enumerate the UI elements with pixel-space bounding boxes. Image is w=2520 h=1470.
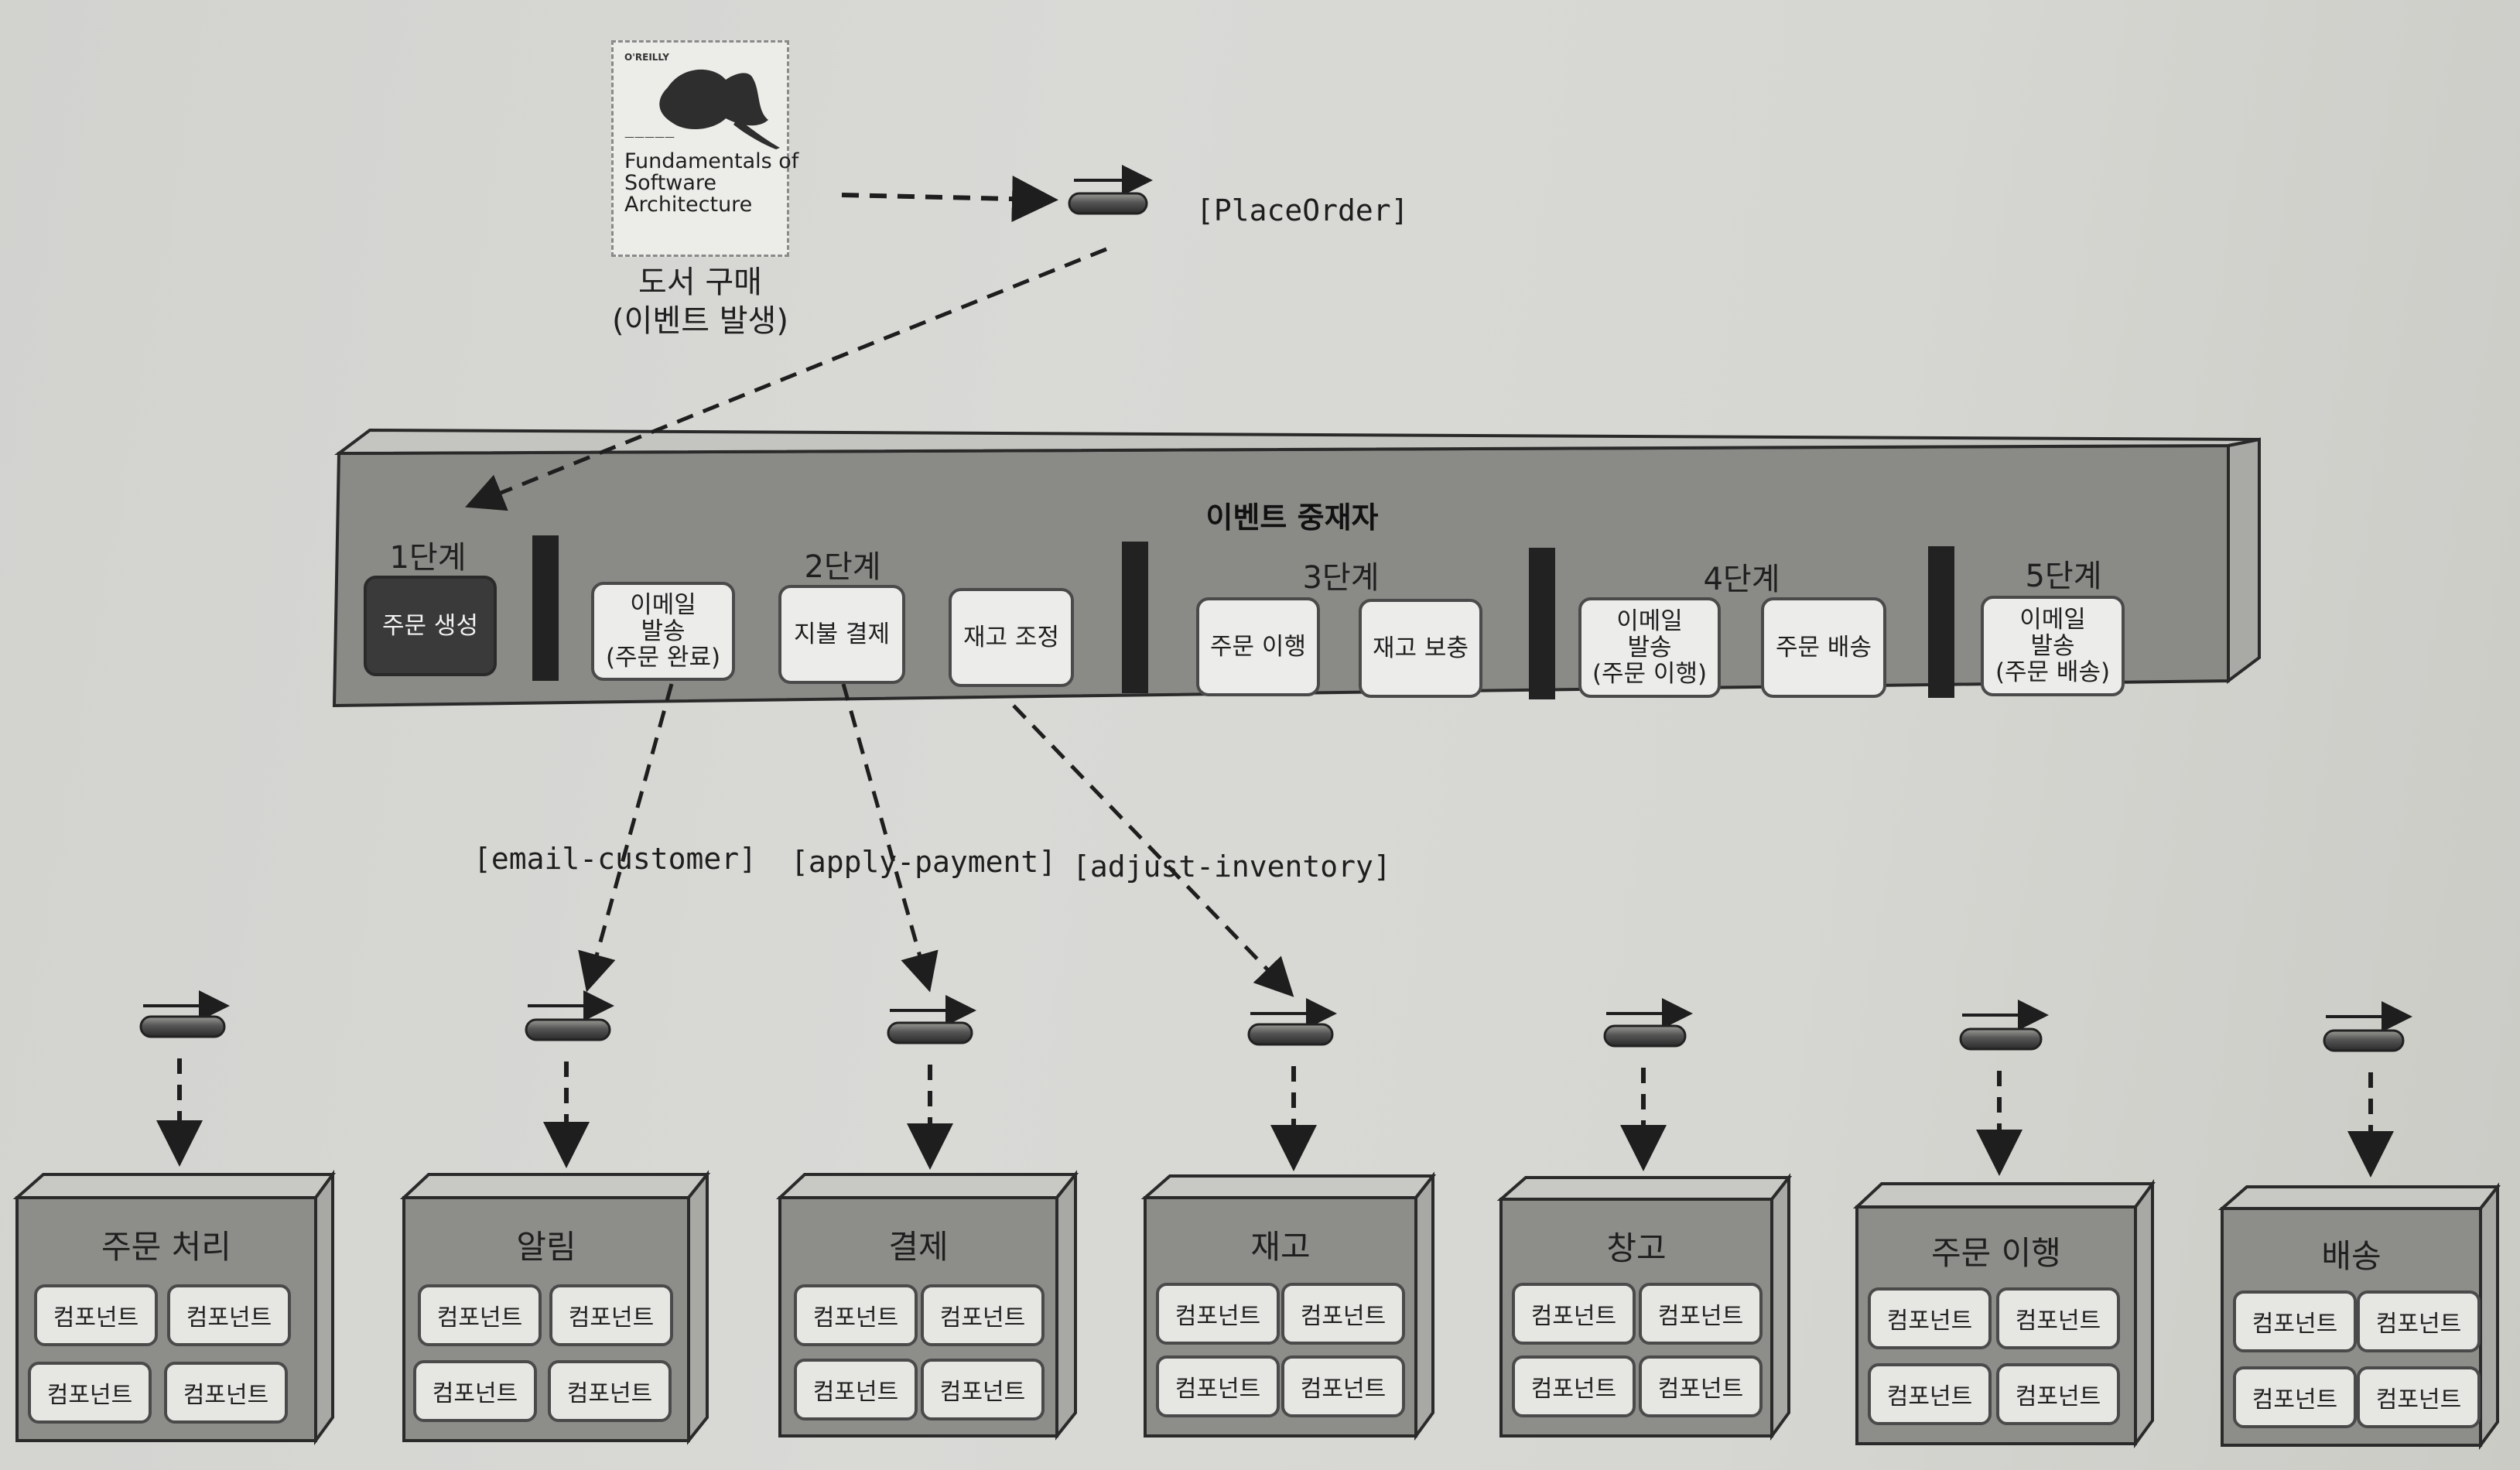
component-box: 컴포넌트 — [1639, 1283, 1763, 1345]
component-box: 컴포넌트 — [549, 1284, 673, 1346]
component-box: 컴포넌트 — [1639, 1355, 1763, 1417]
stage-3-label: 3단계 — [1302, 560, 1380, 596]
component-box: 컴포넌트 — [1996, 1363, 2120, 1425]
stage-5-label: 5단계 — [2025, 559, 2102, 594]
queue-icon-order-fulfillment — [1959, 1000, 2049, 1176]
component-box: 컴포넌트 — [2357, 1366, 2481, 1428]
component-box: 컴포넌트 — [1512, 1283, 1636, 1345]
component-box: 컴포넌트 — [413, 1360, 537, 1422]
component-box: 컴포넌트 — [921, 1284, 1045, 1346]
apply-payment-arrow — [841, 683, 939, 993]
book-to-queue-arrow — [841, 176, 1058, 223]
stage-separator — [532, 535, 559, 681]
book-publisher: O'REILLY — [624, 52, 669, 63]
step-ship-order: 주문 배송 — [1761, 597, 1886, 698]
mediator-side-face — [2227, 437, 2261, 684]
component-box: 컴포넌트 — [1281, 1355, 1405, 1417]
service-title-shipping: 배송 — [2321, 1237, 2382, 1275]
email-customer-label: [email-customer] — [474, 842, 757, 876]
apply-payment-label: [apply-payment] — [791, 845, 1057, 879]
book-animal-icon — [659, 69, 780, 149]
step-create-order: 주문 생성 — [364, 576, 497, 676]
book-cover: O'REILLY ————— Fundamentals of Software … — [611, 40, 798, 257]
component-box: 컴포넌트 — [921, 1359, 1045, 1420]
adjust-inventory-arrow — [1012, 704, 1294, 997]
email-customer-arrow — [578, 683, 674, 993]
service-title-payment: 결제 — [888, 1228, 949, 1266]
queue-icon-order-processing — [139, 990, 230, 1167]
component-box: 컴포넌트 — [418, 1284, 542, 1346]
service-title-notification: 알림 — [516, 1228, 576, 1266]
component-box: 컴포넌트 — [2233, 1366, 2357, 1428]
component-box: 컴포넌트 — [1868, 1363, 1992, 1425]
mediator-title: 이벤트 중재자 — [1205, 501, 1379, 535]
stage-separator — [1529, 548, 1555, 699]
queue-to-mediator-arrow — [465, 247, 1107, 511]
step-email-order-fulfilled: 이메일 발송 (주문 이행) — [1578, 597, 1721, 698]
component-box: 컴포넌트 — [1156, 1283, 1280, 1345]
component-box: 컴포넌트 — [1281, 1283, 1405, 1345]
stage-2-label: 2단계 — [804, 549, 881, 585]
component-box: 컴포넌트 — [164, 1362, 288, 1424]
queue-icon-payment — [887, 995, 976, 1170]
step-email-order-shipped: 이메일 발송 (주문 배송) — [1981, 596, 2125, 696]
place-order-queue-icon — [1068, 165, 1153, 215]
component-box: 컴포넌트 — [167, 1284, 291, 1346]
component-box: 컴포넌트 — [34, 1284, 158, 1346]
component-box: 컴포넌트 — [28, 1362, 152, 1424]
step-adjust-inventory: 재고 조정 — [949, 588, 1074, 687]
book-title: Fundamentals of Software Architecture — [624, 149, 799, 217]
service-queues — [139, 990, 2412, 1178]
place-order-label: [PlaceOrder] — [1196, 193, 1409, 227]
book-subtitle: ————— — [624, 132, 675, 143]
service-title-order-fulfillment: 주문 이행 — [1931, 1234, 2061, 1272]
book-purchase-caption: 도서 구매 (이벤트 발생) — [612, 265, 788, 339]
component-box: 컴포넌트 — [1512, 1355, 1636, 1417]
queue-icon-shipping — [2323, 1001, 2412, 1178]
queue-icon-notification — [525, 990, 614, 1168]
component-box: 컴포넌트 — [1996, 1287, 2120, 1349]
stage-4-label: 4단계 — [1703, 562, 1780, 597]
component-box: 컴포넌트 — [794, 1359, 918, 1420]
step-email-order-placed: 이메일 발송 (주문 완료) — [591, 582, 735, 681]
stage-separator — [1928, 546, 1954, 698]
component-box: 컴포넌트 — [548, 1360, 672, 1422]
step-apply-payment: 지불 결제 — [778, 585, 905, 684]
step-restock: 재고 보충 — [1359, 599, 1482, 698]
stage-1-label: 1단계 — [389, 540, 467, 576]
step-fulfill-order: 주문 이행 — [1196, 597, 1320, 696]
component-box: 컴포넌트 — [1868, 1287, 1992, 1349]
adjust-inventory-label: [adjust-inventory] — [1072, 850, 1391, 884]
component-box: 컴포넌트 — [2357, 1291, 2481, 1352]
queue-icon-inventory — [1247, 998, 1337, 1171]
component-box: 컴포넌트 — [1156, 1355, 1280, 1417]
service-title-warehouse: 창고 — [1606, 1229, 1667, 1267]
stage-separator — [1122, 542, 1148, 693]
component-box: 컴포넌트 — [794, 1284, 918, 1346]
queue-icon-warehouse — [1603, 998, 1693, 1171]
service-title-order-processing: 주문 처리 — [101, 1228, 231, 1266]
service-title-inventory: 재고 — [1250, 1228, 1311, 1266]
component-box: 컴포넌트 — [2233, 1291, 2357, 1352]
